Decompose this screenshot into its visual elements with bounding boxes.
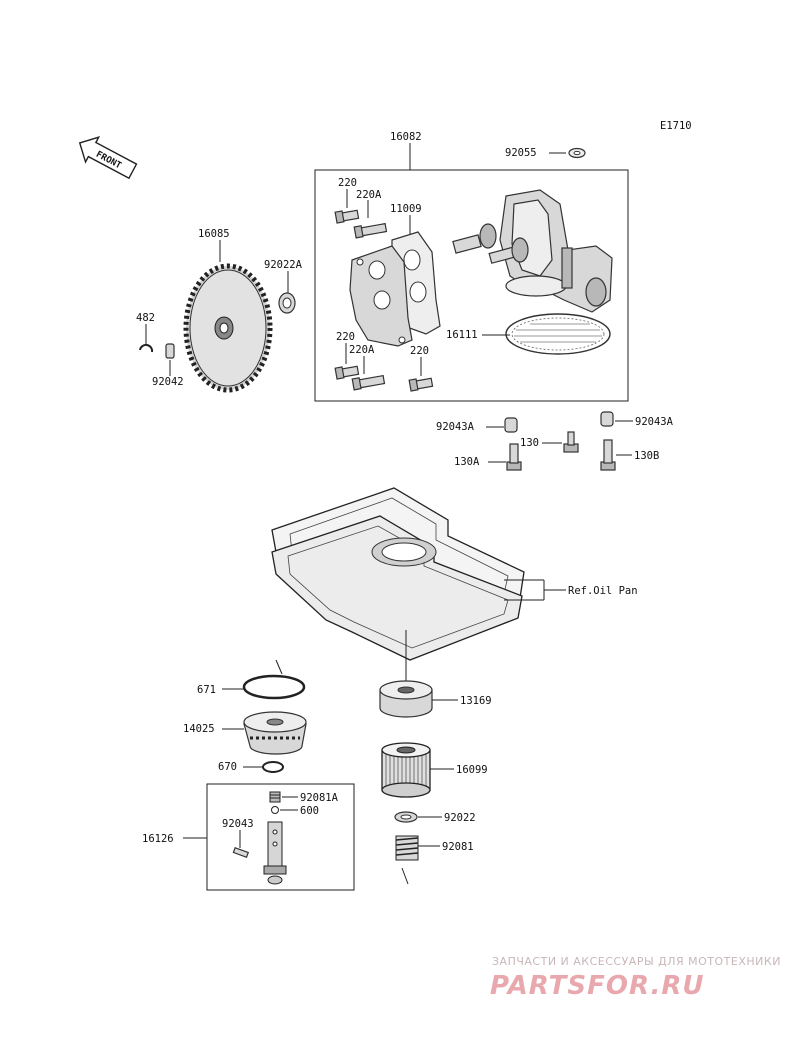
label-220-bottom-left: 220	[336, 331, 355, 343]
label-16082: 16082	[390, 131, 422, 143]
label-92022A: 92022A	[264, 259, 303, 271]
oil-pump-body	[499, 189, 613, 313]
front-arrow-icon: FRONT	[78, 136, 138, 180]
ball-600	[271, 806, 279, 814]
pin-92042	[165, 343, 175, 359]
pin-92043	[232, 846, 250, 858]
label-220A-top: 220A	[356, 189, 382, 201]
label-482: 482	[136, 312, 155, 324]
label-600: 600	[300, 805, 319, 817]
bolt-220-bottom-right	[408, 377, 434, 392]
drive-gear-16085	[183, 263, 273, 393]
oil-filter-16099	[381, 742, 431, 798]
relief-valve	[263, 821, 287, 885]
oil-strainer-16111	[505, 313, 611, 355]
label-92022: 92022	[444, 812, 476, 824]
label-220A-bottom: 220A	[349, 344, 375, 356]
label-16111: 16111	[446, 329, 478, 341]
pump-rotor-shaft	[452, 223, 529, 264]
label-130: 130	[520, 437, 539, 449]
valve-assembly-box	[206, 783, 355, 891]
oil-pan-gasket-lower	[271, 515, 523, 661]
label-220-bottom-right: 220	[410, 345, 429, 357]
bolt-220A-bottom	[351, 374, 386, 391]
label-14025: 14025	[183, 723, 215, 735]
spring-92081A	[269, 791, 281, 803]
label-220-top: 220	[338, 177, 357, 189]
label-16085: 16085	[198, 228, 230, 240]
label-11009: 11009	[390, 203, 422, 215]
label-13169: 13169	[460, 695, 492, 707]
label-92043A-left: 92043A	[436, 421, 475, 433]
label-92055: 92055	[505, 147, 537, 159]
label-ref-oil-pan: Ref.Oil Pan	[568, 585, 638, 597]
bolt-130	[563, 431, 579, 453]
label-92043: 92043	[222, 818, 254, 830]
label-16099: 16099	[456, 764, 488, 776]
label-671: 671	[197, 684, 216, 696]
spacer-13169	[379, 680, 433, 718]
label-130A: 130A	[454, 456, 480, 468]
collar-92043A-left	[504, 417, 518, 433]
filter-cover-14025	[243, 711, 307, 755]
oring-670	[262, 761, 284, 773]
label-130B: 130B	[634, 450, 659, 462]
bolt-130A	[506, 443, 522, 471]
diagram-code: E1710	[660, 120, 692, 132]
label-92043A-right: 92043A	[635, 416, 674, 428]
label-670: 670	[218, 761, 237, 773]
label-92042: 92042	[152, 376, 184, 388]
watermark-logo: PARTSFOR.RU	[490, 971, 704, 1001]
label-92081A: 92081A	[300, 792, 339, 804]
watermark-tagline: ЗАПЧАСТИ И АКСЕССУАРЫ ДЛЯ МОТОТЕХНИКИ	[492, 955, 781, 968]
spring-92081	[395, 835, 419, 861]
bolt-220-top	[334, 209, 360, 224]
circlip-482	[139, 343, 154, 353]
bolt-220-bottom-left	[334, 365, 360, 380]
label-92081: 92081	[442, 841, 474, 853]
label-16126: 16126	[142, 833, 174, 845]
collar-92043A-right	[600, 411, 614, 427]
oring-671	[242, 674, 306, 700]
bolt-220A-top	[353, 222, 388, 239]
bolt-130B	[600, 439, 616, 471]
pump-assembly-box	[314, 169, 629, 402]
